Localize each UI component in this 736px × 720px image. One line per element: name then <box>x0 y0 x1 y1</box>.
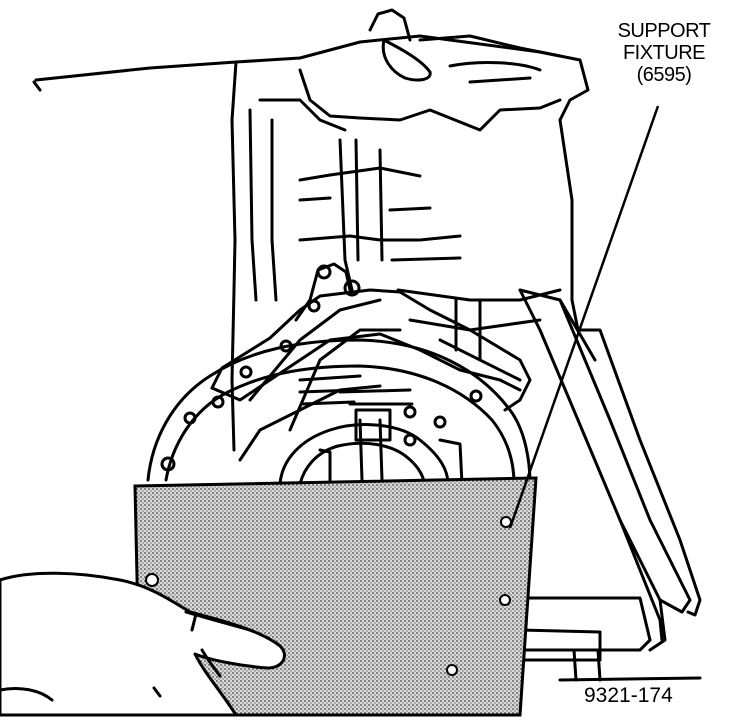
callout-line-1: SUPPORT <box>617 20 711 42</box>
callout-line-3: (6595) <box>636 64 692 86</box>
gear-detail <box>298 374 414 406</box>
fixture-plate-hole <box>145 573 159 587</box>
transmission-case <box>230 60 238 452</box>
callout-line-2: FIXTURE <box>622 42 706 64</box>
upper-left-arm <box>34 60 238 82</box>
figure-number: 9321-174 <box>584 684 673 707</box>
fixture-plate <box>518 288 692 614</box>
adapter-frame <box>210 288 532 412</box>
hand-illustration <box>0 571 286 717</box>
support-fixture-callout: SUPPORT FIXTURE (6595) <box>604 20 724 86</box>
callout-leader-line <box>508 105 660 529</box>
fixture-base <box>518 596 652 652</box>
bell-housing <box>146 338 532 486</box>
frame-bolt-hole <box>316 264 332 280</box>
top-cluster <box>368 8 412 42</box>
